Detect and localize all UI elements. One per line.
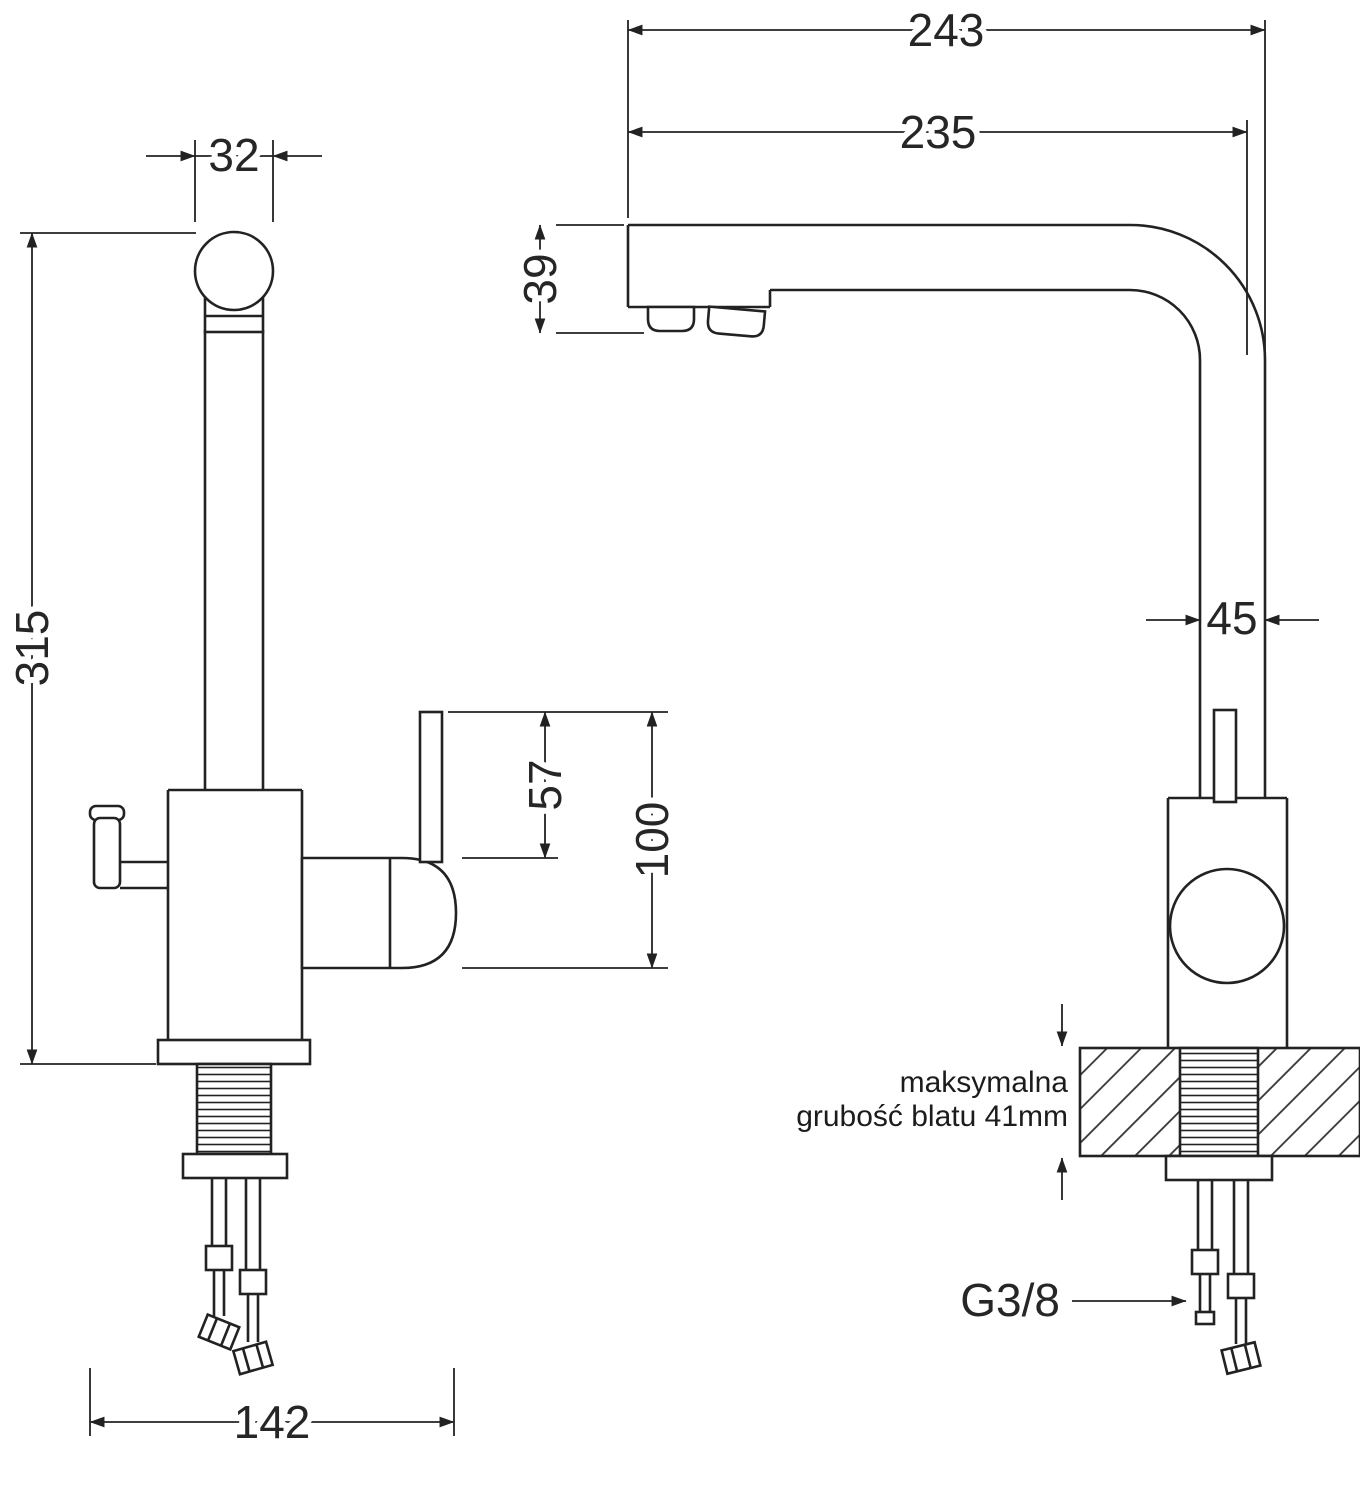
dimension-top-width: 32 — [146, 123, 322, 222]
dimension-head-height: 39 — [508, 224, 644, 334]
front-body — [156, 788, 312, 1066]
thread-size-label: G3/8 — [954, 1268, 1187, 1332]
counter-thickness-note: maksymalna grubość blatu 41mm — [792, 1004, 1072, 1200]
dimension-column-width: 45 — [1146, 586, 1319, 650]
dim-label-depth-overall: 243 — [908, 4, 985, 56]
side-supply-hoses — [1190, 1180, 1262, 1376]
base-flange — [156, 1038, 312, 1066]
side-spout-and-column — [626, 223, 1267, 798]
front-column — [203, 330, 265, 790]
note-line2: grubość blatu 41mm — [796, 1100, 1068, 1133]
dim-label-handle-height: 100 — [626, 802, 678, 879]
mounting-nut — [1164, 1154, 1274, 1182]
hose-nut — [197, 1312, 241, 1352]
dim-label-top-width: 32 — [208, 129, 259, 181]
front-right-handle — [300, 710, 458, 970]
spout-ball — [193, 230, 275, 312]
dim-label-total-height: 315 — [6, 610, 58, 687]
front-spout-top — [193, 230, 275, 334]
dimension-depth-spout: 235 — [627, 100, 1248, 355]
dim-label-base-width: 142 — [234, 1396, 311, 1448]
handle-lever — [418, 710, 444, 864]
dim-label-head-height: 39 — [514, 253, 566, 304]
aerator-tip-2 — [706, 305, 767, 338]
side-body — [1166, 708, 1289, 1048]
mounting-nut — [181, 1152, 289, 1180]
hose-nut — [1220, 1340, 1262, 1376]
dim-label-depth-spout: 235 — [900, 106, 977, 158]
side-view: 243 235 39 45 maksymalna grubość blatu 4… — [508, 0, 1360, 1376]
hose-nut — [231, 1340, 275, 1376]
dimension-total-height: 315 — [0, 232, 196, 1065]
aerator-tip — [646, 305, 696, 333]
front-supply-hoses — [197, 1178, 275, 1376]
front-mounting-thread — [181, 1062, 289, 1180]
dim-label-lever: 57 — [519, 759, 571, 810]
note-line1: maksymalna — [900, 1066, 1069, 1099]
valve-cap — [1168, 867, 1286, 985]
side-mounting-thread — [1164, 1046, 1274, 1182]
dim-label-column-width: 45 — [1206, 592, 1257, 644]
hose-tip — [1194, 1310, 1216, 1326]
dimension-base-width: 142 — [89, 1368, 455, 1454]
front-view: 32 315 57 100 142 — [0, 123, 684, 1454]
front-left-knob — [88, 804, 168, 890]
thread-size-text: G3/8 — [960, 1274, 1060, 1326]
dimension-handle-height: 100 — [462, 711, 684, 969]
side-lever — [1212, 708, 1238, 804]
dimension-lever: 57 — [448, 711, 668, 859]
dimension-depth-overall: 243 — [627, 0, 1266, 355]
